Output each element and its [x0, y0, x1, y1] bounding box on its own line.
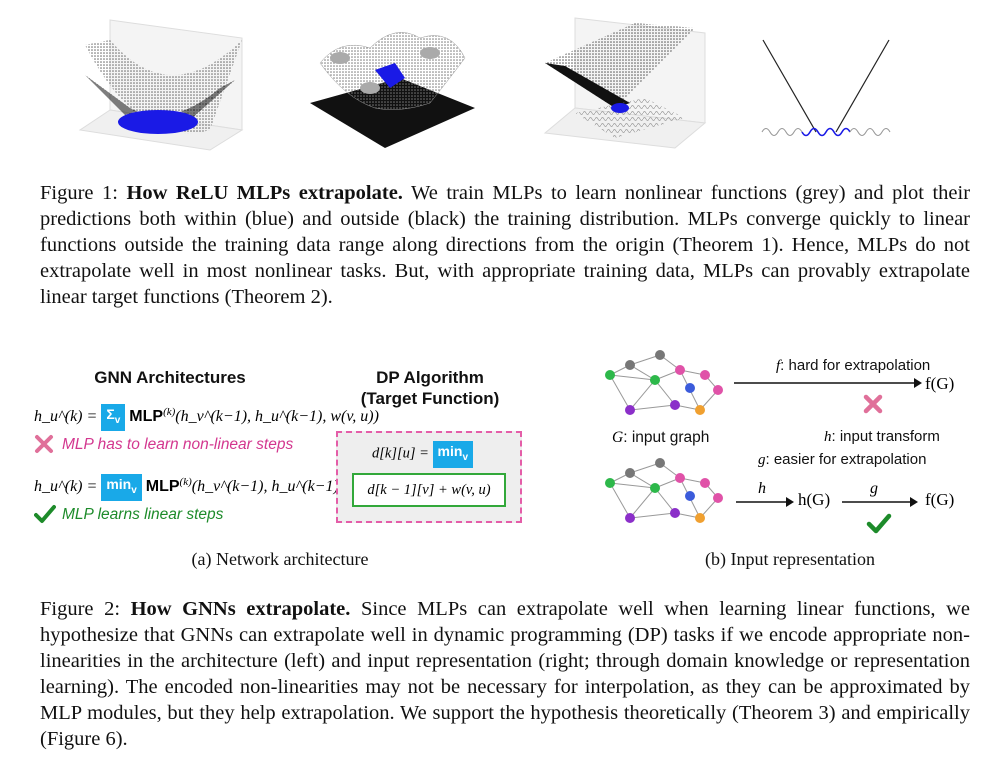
figure2-caption-text: Since MLPs can extrapolate well when lea…	[40, 598, 971, 750]
subcaption-a: (a) Network architecture	[191, 549, 369, 569]
cross-icon-b	[862, 393, 884, 420]
h-arrow	[736, 497, 794, 507]
plot-v-shape	[761, 39, 891, 137]
g-description: g: easier for extrapolation	[758, 451, 926, 469]
plot-bowl	[78, 19, 244, 151]
mlp-sup-1: (k)	[163, 405, 176, 418]
min-chip: minv	[101, 474, 142, 501]
f-desc: : hard for extrapolation	[780, 357, 931, 374]
h-arrow-label: h	[758, 480, 766, 497]
input-graph-top	[605, 350, 723, 415]
figure2-caption-label: Figure 2:	[40, 598, 121, 620]
mlp-label-1: MLP	[129, 408, 164, 426]
G-desc: : input graph	[623, 429, 710, 446]
dp-title-2: (Target Function)	[360, 389, 500, 408]
dp-lhs: d[k][u] =	[372, 445, 429, 462]
f-symbol: f	[776, 358, 781, 374]
check-icon	[34, 504, 56, 529]
sum-chip: Σv	[101, 404, 126, 431]
figure1-caption: Figure 1: How ReLU MLPs extrapolate. We …	[40, 180, 970, 310]
gnn-architectures-title: GNN Architectures	[94, 368, 246, 387]
figure1-plots	[0, 0, 1006, 170]
f-arrow	[734, 378, 922, 388]
bad-note: MLP has to learn non-linear steps	[62, 436, 294, 453]
dp-min-sub: v	[462, 451, 468, 463]
cross-icon	[34, 434, 54, 459]
fG-top: f(G)	[925, 374, 955, 393]
mlp-label-2: MLP	[145, 478, 180, 496]
min-chip-sub: v	[131, 484, 137, 496]
plot-wavy	[310, 32, 475, 148]
figure1-caption-text: We train MLPs to learn nonlinear functio…	[40, 182, 971, 308]
h-desc: : input transform	[831, 428, 940, 445]
dp-formula: d[k][u] = minv	[372, 441, 473, 468]
formula-sum: h_u^(k) = Σv MLP(k)(h_v^(k−1), h_u^(k−1)…	[34, 404, 379, 431]
subcaption-b: (b) Input representation	[705, 549, 875, 569]
mlp-args-1: (h_v^(k−1), h_u^(k−1), w(v, u))	[175, 408, 379, 426]
mlp-sup-2: (k)	[179, 475, 192, 488]
figure1-caption-label: Figure 1:	[40, 182, 118, 204]
plot-sheet	[543, 17, 707, 149]
figure1-caption-bold: How ReLU MLPs extrapolate.	[126, 182, 403, 204]
fG-bottom: f(G)	[925, 490, 955, 509]
min-chip-text: min	[106, 476, 132, 492]
g-desc: : easier for extrapolation	[765, 451, 927, 468]
G-symbol: G	[612, 429, 624, 446]
dp-title-1: DP Algorithm	[376, 368, 484, 387]
sum-chip-symbol: Σ	[106, 406, 115, 422]
good-note: MLP learns linear steps	[62, 506, 224, 523]
h-description: h: input transform	[824, 428, 940, 446]
dp-inner-expression: d[k − 1][v] + w(v, u)	[352, 473, 506, 507]
dp-min-text: min	[437, 443, 463, 459]
check-icon-b	[866, 512, 892, 539]
hG: h(G)	[798, 490, 831, 509]
f-description: f: hard for extrapolation	[776, 357, 930, 375]
dp-min-chip: minv	[432, 441, 473, 468]
formula-sum-lhs: h_u^(k) =	[34, 408, 98, 426]
figure2-caption: Figure 2: How GNNs extrapolate. Since ML…	[40, 596, 970, 752]
figure2-caption-bold: How GNNs extrapolate.	[130, 598, 351, 620]
g-arrow-label: g	[870, 480, 878, 497]
sum-chip-sub: v	[114, 414, 121, 426]
formula-min-lhs: h_u^(k) =	[34, 478, 98, 496]
g-symbol: g	[758, 452, 766, 468]
G-description: G: input graph	[612, 429, 709, 447]
g-arrow	[842, 497, 918, 507]
h-symbol: h	[824, 429, 832, 445]
input-graph-bottom	[605, 458, 723, 523]
